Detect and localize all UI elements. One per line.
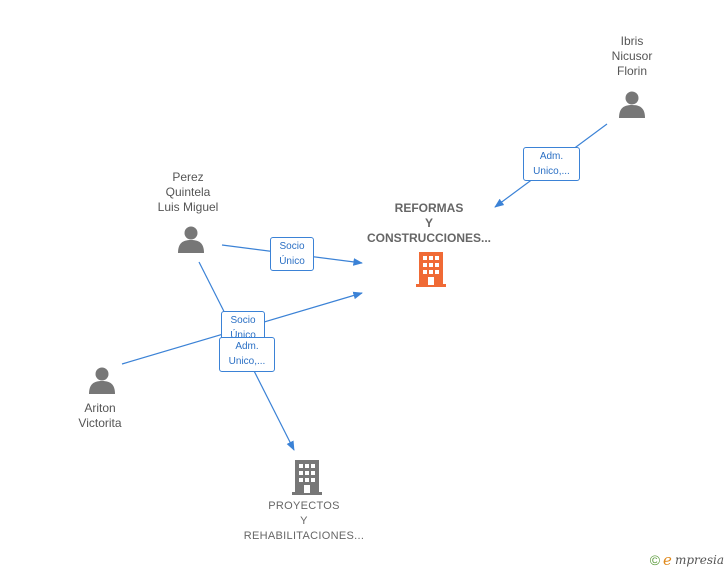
- node-name-line: REHABILITACIONES...: [243, 530, 365, 542]
- edge-label-ibris-reformas[interactable]: Adm. Unico,...: [523, 147, 580, 181]
- person-icon[interactable]: [176, 225, 206, 253]
- building-icon[interactable]: [290, 459, 324, 495]
- node-label-ibris[interactable]: Ibris Nicusor Florin: [590, 34, 674, 79]
- brand-name: mpresia: [674, 553, 724, 567]
- edge-label-line: Unico,...: [228, 356, 266, 367]
- edge-label-perez-proyectos[interactable]: Adm. Unico,...: [219, 337, 275, 372]
- node-label-perez[interactable]: Perez Quintela Luis Miguel: [140, 170, 236, 215]
- brand-logo-initial: e: [663, 551, 672, 569]
- node-name-line: Perez: [172, 170, 204, 184]
- edge-label-line: Socio: [230, 315, 256, 326]
- edge-label-line: Único: [230, 330, 256, 341]
- node-name-line: CONSTRUCCIONES...: [366, 231, 491, 245]
- node-label-ariton[interactable]: Ariton Victorita: [60, 401, 140, 431]
- edge-label-line: Único: [279, 256, 305, 267]
- node-name-line: Y: [300, 515, 308, 527]
- person-icon[interactable]: [617, 90, 647, 118]
- edge-label-line: Unico,...: [533, 166, 570, 177]
- edge-label-perez-reformas[interactable]: Socio Único: [270, 237, 314, 271]
- building-icon[interactable]: [414, 251, 448, 287]
- node-name-line: Nicusor: [611, 49, 653, 63]
- edge-label-line: Adm.: [235, 341, 259, 352]
- copyright-symbol: ©: [649, 552, 661, 568]
- edge-label-line: Socio: [279, 241, 305, 252]
- node-name-line: Victorita: [78, 416, 122, 430]
- person-icon[interactable]: [87, 366, 117, 394]
- node-name-line: Florin: [616, 64, 647, 78]
- node-label-reformas[interactable]: REFORMAS Y CONSTRUCCIONES...: [354, 201, 504, 246]
- node-label-proyectos[interactable]: PROYECTOS Y REHABILITACIONES...: [229, 499, 379, 544]
- edge-label-ariton-reformas[interactable]: Socio Único: [221, 311, 265, 341]
- node-name-line: Y: [424, 216, 433, 230]
- node-name-line: REFORMAS: [394, 201, 464, 215]
- edge-label-line: Adm.: [539, 151, 564, 162]
- node-name-line: Luis Miguel: [157, 200, 219, 214]
- node-name-line: Quintela: [165, 185, 211, 199]
- node-name-line: Ariton: [84, 401, 116, 415]
- node-name-line: PROYECTOS: [268, 500, 340, 512]
- node-name-line: Ibris: [620, 34, 644, 48]
